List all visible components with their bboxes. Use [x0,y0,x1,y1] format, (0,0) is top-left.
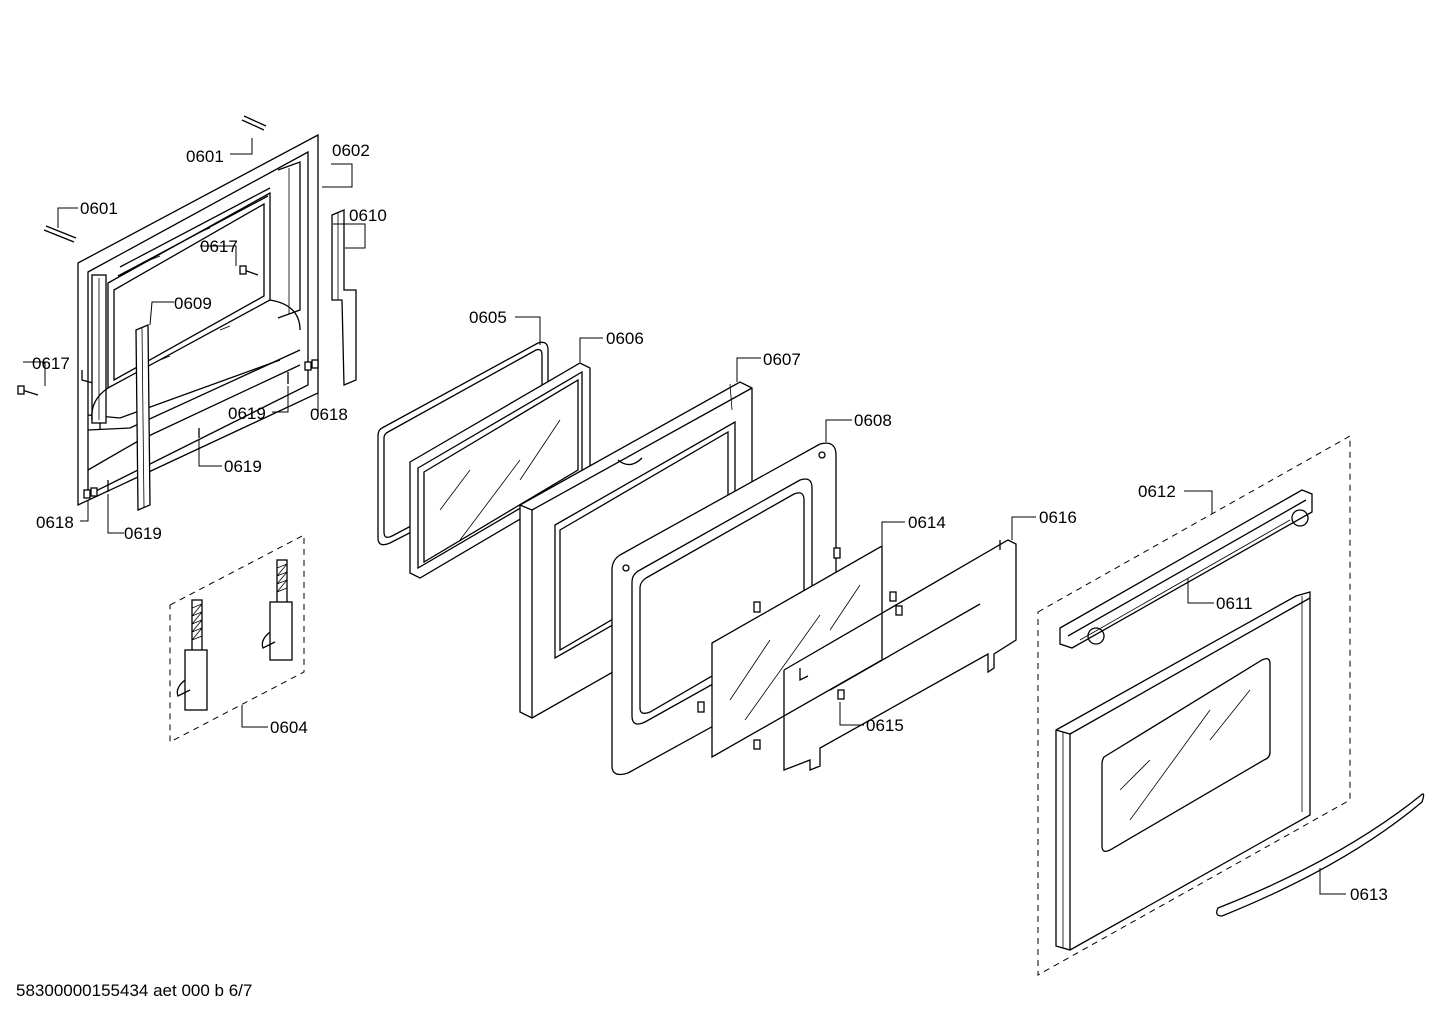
pin-0601-top [241,115,267,131]
label-0616: 0616 [1039,508,1077,527]
label-0608: 0608 [854,411,892,430]
label-0617-center: 0617 [200,237,238,256]
label-0617-left: 0617 [32,354,70,373]
bracket-0616 [783,539,1017,771]
side-strip-0610 [331,209,357,386]
label-0601-left: 0601 [80,199,118,218]
label-0619-a: 0619 [228,404,266,423]
label-0619-b: 0619 [224,457,262,476]
label-0615: 0615 [866,716,904,735]
label-0612: 0612 [1138,482,1176,501]
leader-lines [23,138,1346,895]
label-0607: 0607 [763,350,801,369]
document-id-footer: 58300000155434 aet 000 b 6/7 [16,981,253,1000]
label-0606: 0606 [606,329,644,348]
label-0614: 0614 [908,513,946,532]
label-0611: 0611 [1216,594,1253,613]
screws-0618-0619 [83,359,319,499]
label-0601-top: 0601 [186,147,224,166]
label-0610: 0610 [349,206,387,225]
screw-0617-left [17,385,39,396]
label-0618-a: 0618 [310,405,348,424]
label-0605: 0605 [469,308,507,327]
label-0602: 0602 [332,141,370,160]
pin-0601-left [43,225,77,243]
label-0613: 0613 [1350,885,1388,904]
label-0609: 0609 [174,294,212,313]
inner-door-frame [77,133,319,507]
part-labels: 0601 0601 0602 0610 0617 0609 0617 0619 … [32,141,1388,904]
label-0604: 0604 [270,718,308,737]
hinge-group-0604 [169,534,305,743]
side-strip-0609 [135,324,151,511]
screw-0617-center [239,265,259,276]
outer-door-assembly [1037,435,1425,976]
label-0619-c: 0619 [124,524,162,543]
label-0618-b: 0618 [36,513,74,532]
